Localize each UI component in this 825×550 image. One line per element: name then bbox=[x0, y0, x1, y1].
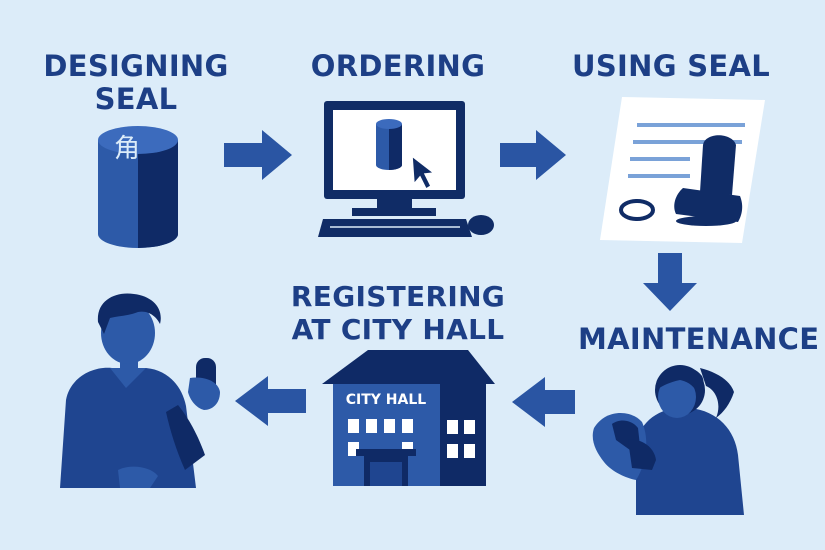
woman-cleaning-icon bbox=[592, 365, 744, 515]
label-registering-line1: REGISTERING bbox=[290, 280, 506, 313]
city-hall-icon: CITY HALL bbox=[322, 350, 495, 486]
label-maintenance: MAINTENANCE bbox=[578, 322, 820, 356]
arrow-icon bbox=[643, 253, 697, 311]
label-registering-line2: AT CITY HALL bbox=[291, 313, 505, 346]
label-ordering: ORDERING bbox=[310, 49, 486, 83]
seal-character: 角 bbox=[114, 134, 140, 164]
arrow-icon bbox=[224, 130, 292, 180]
label-designing-line1: DESIGNING bbox=[43, 49, 229, 83]
seal-cylinder-icon: 角 bbox=[98, 126, 178, 248]
arrow-icon bbox=[512, 377, 575, 427]
document-stamp-icon bbox=[600, 97, 765, 243]
man-holding-seal-icon bbox=[60, 293, 220, 488]
arrow-icon bbox=[235, 376, 306, 426]
label-designing-seal: DESIGNING SEAL bbox=[40, 50, 232, 116]
arrow-icon bbox=[500, 130, 566, 180]
label-designing-line2: SEAL bbox=[94, 82, 178, 116]
label-using-seal: USING SEAL bbox=[572, 49, 771, 83]
label-registering-city-hall: REGISTERING AT CITY HALL bbox=[288, 280, 508, 346]
city-hall-sign: CITY HALL bbox=[346, 392, 427, 408]
computer-icon bbox=[318, 101, 494, 237]
